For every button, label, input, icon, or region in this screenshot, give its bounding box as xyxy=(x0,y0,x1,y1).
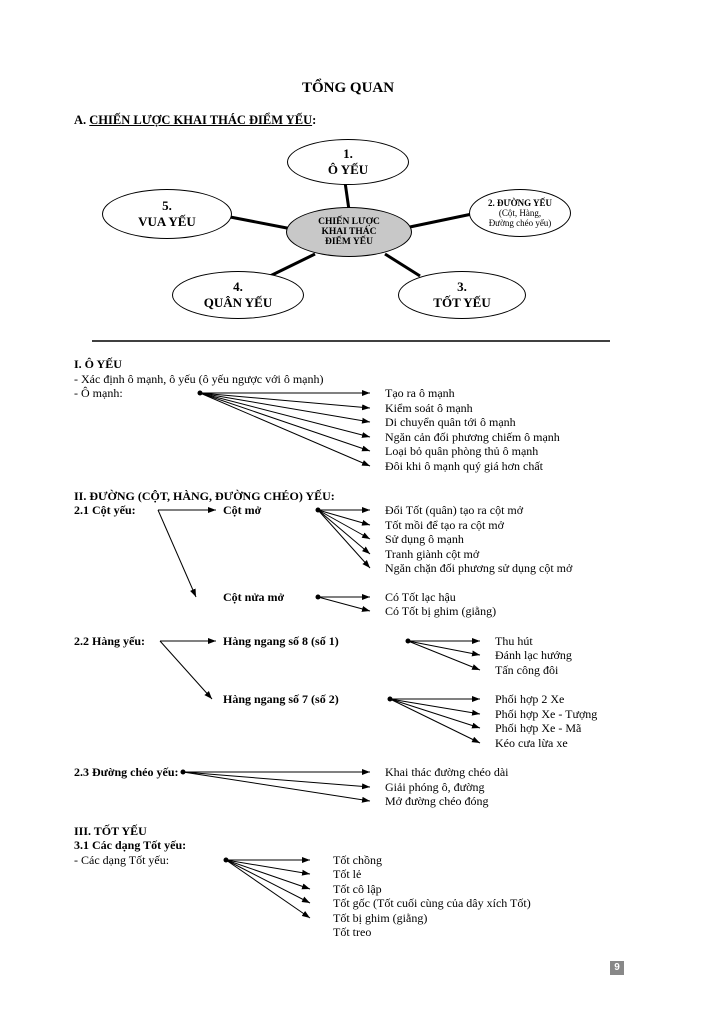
arrow xyxy=(407,640,481,671)
diagonal-weak-label: 2.3 Đường chéo yếu: xyxy=(74,765,179,779)
row7-label: Hàng ngang số 7 (số 2) xyxy=(223,692,339,706)
arrow xyxy=(182,771,371,790)
arrow-origin-dot xyxy=(315,507,321,513)
page-number: 9 xyxy=(610,961,624,975)
section-3-heading: III. TỐT YẾU xyxy=(74,824,147,838)
arrow xyxy=(317,509,371,540)
arrow-origin-dot xyxy=(197,390,203,396)
list-item: Ngăn chặn đối phương sử dụng cột mở xyxy=(385,561,573,575)
arrow xyxy=(389,698,481,716)
arrow xyxy=(159,640,213,700)
list-item: Phối hợp 2 Xe xyxy=(495,692,565,706)
list-item: Tốt cô lập xyxy=(333,882,382,896)
col-weak-label: 2.1 Cột yếu: xyxy=(74,503,136,517)
arrow xyxy=(182,771,371,803)
node-vua-yeu: 5.VUA YẾU xyxy=(102,189,232,239)
arrow xyxy=(317,509,371,569)
arrow-origin-dot xyxy=(315,594,321,600)
list-item: Mở đường chéo đóng xyxy=(385,794,489,808)
arrow xyxy=(317,509,371,526)
list-item: Tốt gốc (Tốt cuối cùng của dây xích Tốt) xyxy=(333,896,531,910)
arrow xyxy=(199,392,371,438)
list-item: Ngăn cản đối phương chiếm ô mạnh xyxy=(385,430,560,444)
list-item: Phối hợp Xe - Tượng xyxy=(495,707,598,721)
list-item: Sử dụng ô mạnh xyxy=(385,532,464,546)
section-3-label: - Các dạng Tốt yếu: xyxy=(74,853,170,867)
list-item: Tranh giành cột mở xyxy=(385,547,480,561)
arrow xyxy=(225,859,311,890)
node-tot-yeu: 3.TỐT YẾU xyxy=(398,271,526,319)
arrow xyxy=(225,859,311,876)
page-title: TỔNG QUAN xyxy=(302,80,395,96)
half-open-file-label: Cột nửa mở xyxy=(223,590,285,604)
list-item: Tạo ra ô mạnh xyxy=(385,386,455,400)
list-item: Đánh lạc hướng xyxy=(495,648,572,662)
list-item: Tốt lẻ xyxy=(333,867,362,881)
list-item: Phối hợp Xe - Mã xyxy=(495,721,582,735)
arrow xyxy=(389,698,481,744)
arrow xyxy=(317,596,371,612)
row8-label: Hàng ngang số 8 (số 1) xyxy=(223,634,339,648)
node-o-yeu: 1.Ô YẾU xyxy=(287,139,409,185)
arrow xyxy=(317,509,371,555)
node-quan-yeu: 4.QUÂN YẾU xyxy=(172,271,304,319)
list-item: Tốt treo xyxy=(333,925,372,939)
list-item: Đôi khi ô mạnh quý giá hơn chất xyxy=(385,459,543,473)
arrow xyxy=(407,640,481,657)
diagram-spokes xyxy=(224,181,473,278)
list-item: Tốt bị ghim (giằng) xyxy=(333,911,428,925)
section-a-heading: A. CHIẾN LƯỢC KHAI THÁC ĐIỂM YẾU: xyxy=(74,113,317,127)
open-file-label: Cột mở xyxy=(223,503,262,517)
arrow xyxy=(199,392,371,467)
section-1-heading: I. Ô YẾU xyxy=(74,357,122,371)
section-1-label: - Ô mạnh: xyxy=(74,386,123,400)
section-1-line: - Xác định ô mạnh, ô yếu (ô yếu ngược vớ… xyxy=(74,372,324,386)
arrow-origin-dot xyxy=(405,638,411,644)
arrow-origin-dot xyxy=(223,857,229,863)
list-item: Tấn công đôi xyxy=(495,663,559,677)
row-weak-label: 2.2 Hàng yếu: xyxy=(74,634,146,648)
arrow xyxy=(199,392,371,452)
list-item: Kiểm soát ô mạnh xyxy=(385,401,473,415)
list-item: Đổi Tốt (quân) tạo ra cột mở xyxy=(385,503,524,517)
list-item: Tốt chồng xyxy=(333,853,382,867)
list-item: Di chuyển quân tới ô mạnh xyxy=(385,415,516,429)
arrow xyxy=(225,859,311,919)
arrow-origin-dot xyxy=(387,696,393,702)
section-2-heading: II. ĐƯỜNG (CỘT, HÀNG, ĐƯỜNG CHÉO) YẾU: xyxy=(74,489,335,503)
list-item: Có Tốt bị ghim (giằng) xyxy=(385,604,497,618)
section-3-sub: 3.1 Các dạng Tốt yếu: xyxy=(74,838,187,852)
list-item: Có Tốt lạc hậu xyxy=(385,590,456,604)
arrow xyxy=(157,509,197,598)
arrow xyxy=(389,698,481,729)
list-item: Giải phóng ô, đường xyxy=(385,780,485,794)
list-item: Kéo cưa lừa xe xyxy=(495,736,568,750)
list-item: Tốt mồi để tạo ra cột mở xyxy=(385,518,504,532)
list-item: Khai thác đường chéo dài xyxy=(385,765,509,779)
list-item: Loại bỏ quân phòng thủ ô mạnh xyxy=(385,444,539,458)
arrow xyxy=(199,392,371,424)
node-duong-yeu: 2. ĐƯỜNG YẾU(Cột, Hàng,Đường chéo yếu) xyxy=(469,189,571,237)
arrow-origin-dot xyxy=(180,769,186,775)
arrow xyxy=(225,859,311,904)
arrow xyxy=(199,392,371,411)
list-item: Thu hút xyxy=(495,634,533,648)
